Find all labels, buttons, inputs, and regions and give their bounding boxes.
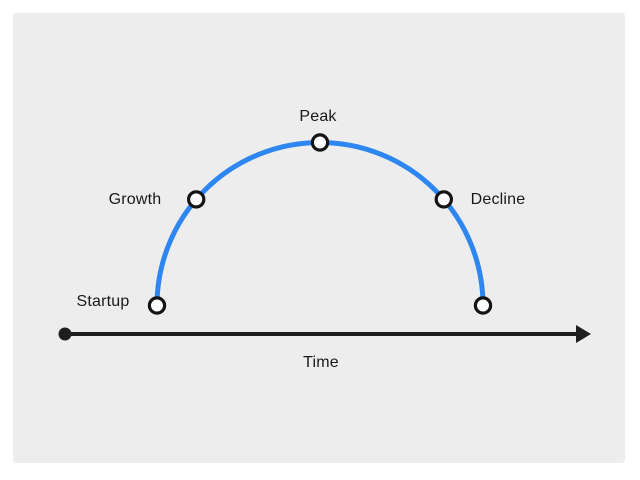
- stage-label-peak: Peak: [299, 108, 337, 125]
- stage-label-decline: Decline: [470, 191, 526, 208]
- stage-label-growth: Growth: [108, 191, 162, 208]
- lifecycle-diagram-canvas: [13, 13, 625, 463]
- time-axis-label: Time: [303, 354, 339, 371]
- stage-label-startup: Startup: [76, 293, 130, 310]
